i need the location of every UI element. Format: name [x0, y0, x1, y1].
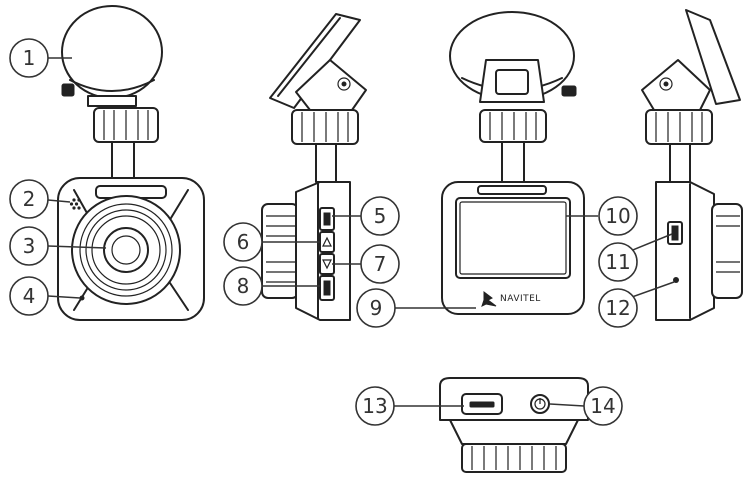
callout-14-label: 14 [590, 394, 615, 418]
callout-7: 7 [360, 244, 400, 284]
callout-12-label: 12 [605, 296, 630, 320]
callout-13: 13 [355, 386, 395, 426]
side-view-left [261, 13, 367, 321]
up-button [319, 231, 335, 253]
callout-11: 11 [598, 242, 638, 282]
suction-cup-side-right [685, 9, 741, 105]
callout-10-label: 10 [605, 204, 630, 228]
callout-1: 1 [9, 38, 49, 78]
mount-bracket-right [641, 59, 711, 111]
bottom-view [439, 377, 589, 473]
callout-2-label: 2 [23, 187, 36, 211]
suction-tab [61, 83, 75, 97]
mount-arm [111, 141, 135, 183]
down-button [319, 253, 335, 275]
speaker-grille [69, 198, 81, 210]
side-view-right [641, 9, 743, 321]
front-view [57, 5, 205, 321]
callout-14: 14 [583, 386, 623, 426]
microphone-hole [79, 295, 85, 301]
display-screen [455, 197, 571, 279]
callout-3-label: 3 [23, 234, 36, 258]
suction-cup-side [269, 13, 361, 109]
reset-hole [673, 277, 679, 283]
callout-4-label: 4 [23, 284, 36, 308]
back-view: NAVITEL [441, 11, 585, 315]
mount-arm-side [315, 143, 337, 183]
navitel-logo [481, 291, 497, 307]
callout-8: 8 [223, 266, 263, 306]
callout-1-label: 1 [23, 46, 36, 70]
callout-5: 5 [360, 196, 400, 236]
lens-glass [103, 227, 149, 273]
callout-13-label: 13 [362, 394, 387, 418]
callout-12: 12 [598, 288, 638, 328]
lens-barrel-right [711, 203, 743, 299]
callout-6-label: 6 [237, 230, 250, 254]
callout-6: 6 [223, 222, 263, 262]
callout-8-label: 8 [237, 274, 250, 298]
callout-3: 3 [9, 226, 49, 266]
suction-cup-rim [69, 79, 155, 92]
lens-barrel-side [261, 203, 299, 299]
callout-2: 2 [9, 179, 49, 219]
mount-arm-back [501, 141, 525, 183]
callout-11-label: 11 [605, 250, 630, 274]
callout-4: 4 [9, 276, 49, 316]
callout-9: 9 [356, 288, 396, 328]
callout-10: 10 [598, 196, 638, 236]
callout-5-label: 5 [374, 204, 387, 228]
mount-arm-right [669, 143, 691, 183]
lens-barrel-bottom [461, 443, 567, 473]
mount-base [87, 95, 137, 107]
lens-collar [449, 419, 579, 445]
callout-9-label: 9 [370, 296, 383, 320]
callout-7-label: 7 [374, 252, 387, 276]
brand-label: NAVITEL [500, 294, 541, 304]
camera-body-side-right [655, 181, 715, 321]
mount-bracket [295, 59, 367, 111]
